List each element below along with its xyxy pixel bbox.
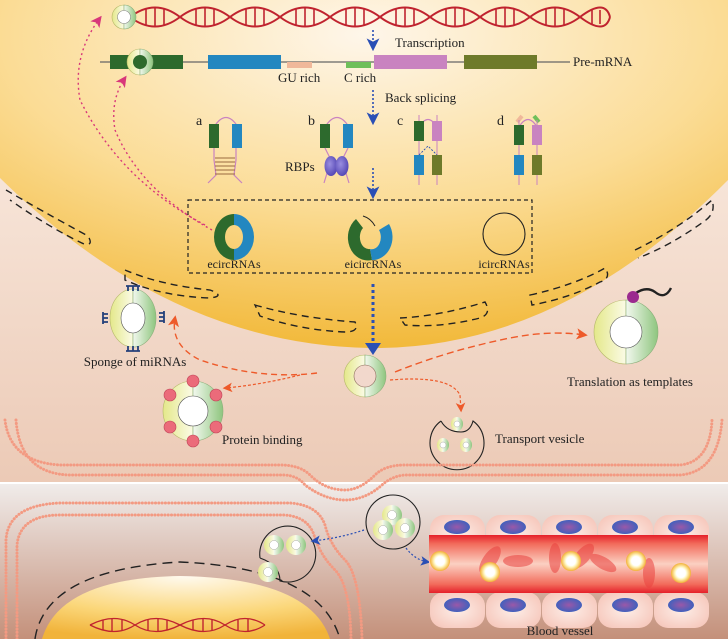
blood-vessel-label: Blood vessel xyxy=(527,623,594,638)
mechanism-a: a xyxy=(196,114,243,184)
circrna-on-premrna-icon xyxy=(126,48,154,76)
protein-binding-label: Protein binding xyxy=(222,432,303,447)
exon-pink xyxy=(374,55,447,69)
mechanism-b-letter: b xyxy=(308,114,315,129)
cytoplasmic-circrna-icon xyxy=(343,354,387,398)
gu-rich-label: GU rich xyxy=(278,70,321,85)
mirna-icon xyxy=(126,346,140,352)
eicircrnas-label: eicircRNAs xyxy=(345,257,402,271)
sponge-of-mirnas-label: Sponge of miRNAs xyxy=(84,354,187,369)
nucleus xyxy=(0,0,728,349)
mechanism-d-letter: d xyxy=(497,114,504,129)
circrna-types-box xyxy=(187,199,533,274)
mirna-sponge-icon xyxy=(102,285,165,352)
circulation-arrow xyxy=(405,547,431,566)
dna-helix xyxy=(129,6,611,28)
circulating-circrnas xyxy=(430,551,691,583)
endothelial-cells-bottom xyxy=(430,592,709,628)
ecircrna-icon xyxy=(214,214,254,260)
icircrna-icon xyxy=(482,212,526,256)
exon-blue xyxy=(208,55,281,69)
mechanism-c: c xyxy=(397,114,442,185)
exosome-icon xyxy=(365,494,421,550)
nuclear-function-arrow-premrna xyxy=(113,75,213,231)
peptide-chain-icon xyxy=(631,287,673,297)
mechanism-a-letter: a xyxy=(196,114,203,129)
rbp-icon xyxy=(335,156,349,176)
translation-template-icon xyxy=(593,287,673,365)
ecircrnas-label: ecircRNAs xyxy=(207,257,261,271)
arrow-to-transport-vesicle xyxy=(389,378,466,413)
pre-mrna xyxy=(100,55,570,69)
mechanism-c-letter: c xyxy=(397,114,403,129)
translation-as-templates-label: Translation as templates xyxy=(567,374,693,389)
mechanism-b: b RBPs xyxy=(285,114,353,184)
endocytic-vesicle-icon xyxy=(258,525,317,583)
pre-mrna-label: Pre-mRNA xyxy=(573,54,633,69)
ribosome-icon xyxy=(627,291,639,303)
mirna-icon xyxy=(159,311,165,323)
transport-vesicle-icon xyxy=(429,417,485,471)
recipient-nucleus xyxy=(42,576,330,639)
plasma-membrane-top xyxy=(3,418,724,502)
rbp-icon xyxy=(324,156,338,176)
mechanism-d: d xyxy=(497,114,542,185)
transcription-label: Transcription xyxy=(395,35,465,50)
gu-rich-region xyxy=(287,62,312,68)
protein-icons xyxy=(163,374,223,448)
transport-vesicle-label: Transport vesicle xyxy=(495,431,585,446)
nuclear-envelope xyxy=(5,189,714,333)
mirna-icon xyxy=(102,312,108,324)
arrow-to-translation xyxy=(394,328,588,373)
icircrnas-label: icircRNAs xyxy=(478,257,530,271)
recipient-dna-helix xyxy=(89,617,266,633)
uptake-arrow xyxy=(310,529,365,545)
export-arrowhead xyxy=(365,343,381,355)
eicircrna-icon xyxy=(347,215,393,261)
protein-binding-icon xyxy=(162,374,224,448)
mirna-icon xyxy=(126,285,140,291)
circrna-at-dna-icon xyxy=(111,4,137,30)
arrow-to-sponge xyxy=(167,315,318,376)
c-rich-label: C rich xyxy=(344,70,377,85)
back-splicing-label: Back splicing xyxy=(385,90,457,105)
recipient-nuclear-envelope xyxy=(34,561,341,639)
c-rich-region xyxy=(346,62,371,68)
blood-vessel xyxy=(429,515,709,628)
plasma-membrane-bottom xyxy=(4,501,364,639)
exon-olive xyxy=(464,55,537,69)
arrow-to-protein-binding xyxy=(222,374,301,393)
rbps-label: RBPs xyxy=(285,159,315,174)
